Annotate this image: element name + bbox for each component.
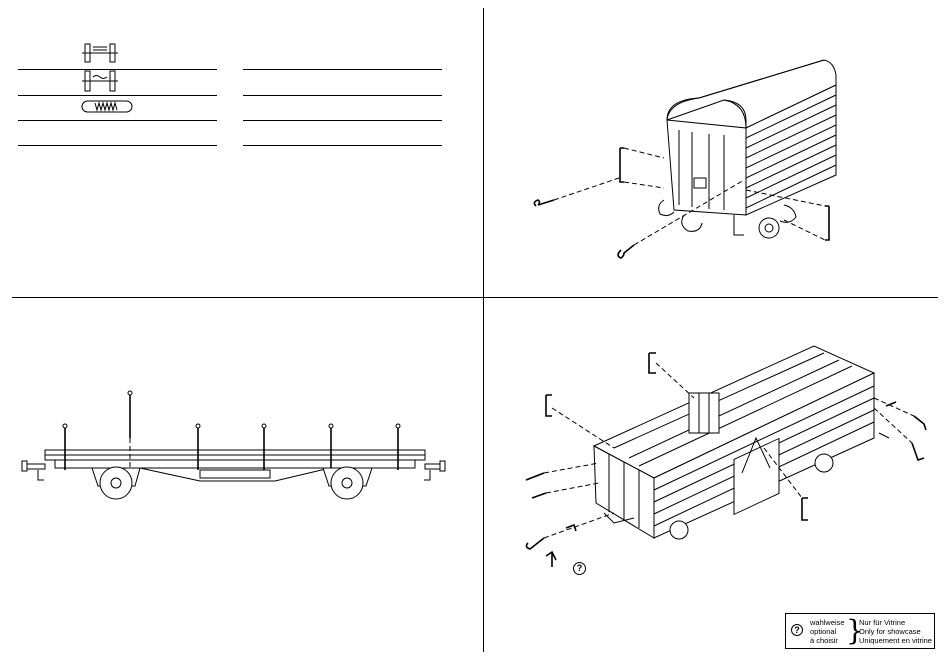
optional-marker: ?: [573, 562, 586, 575]
wheelset-dc-icon: [82, 44, 118, 62]
legend-optional-fr: à choisir: [810, 636, 845, 645]
coupler-spring-icon: [82, 101, 132, 112]
wheelset-left: [92, 467, 140, 499]
gondola-drawing: [484, 298, 950, 660]
flatcar-side-panel: [0, 298, 483, 660]
legend-optional-de: wahlweise: [810, 618, 845, 627]
wheelset-ac-icon: [82, 71, 118, 91]
parts-panel: [0, 0, 483, 297]
boxcar-drawing: [484, 0, 950, 297]
parts-icons: [0, 0, 483, 297]
boxcar-assembly-panel: [484, 0, 950, 297]
wheelset-right: [323, 467, 372, 499]
legend-showcase-de: Nur für Vitrine: [859, 618, 932, 627]
optional-labels: wahlweise optional à choisir: [810, 618, 845, 645]
legend-showcase-fr: Uniquement en vitrine: [859, 636, 932, 645]
optional-marker: ?: [791, 624, 803, 636]
gondola-assembly-panel: ?: [484, 298, 950, 660]
legend-optional-en: optional: [810, 627, 845, 636]
showcase-labels: Nur für Vitrine Only for showcase Unique…: [859, 618, 932, 645]
legend-showcase-en: Only for showcase: [859, 627, 932, 636]
flatcar-drawing: [0, 298, 483, 660]
legend-box: ? wahlweise optional à choisir } Nur für…: [785, 613, 935, 649]
